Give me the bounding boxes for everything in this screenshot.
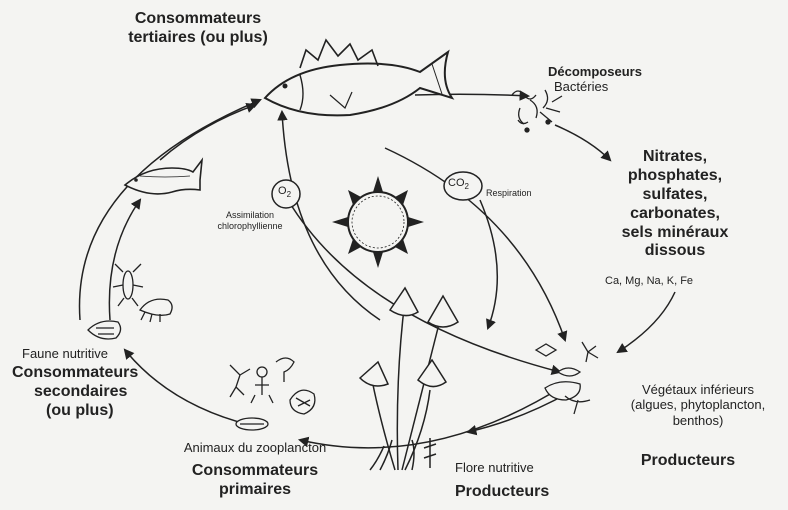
minerals-line5: sels minéraux bbox=[585, 224, 765, 243]
minerals-line4: carbonates, bbox=[585, 205, 765, 224]
minerals-line2: phosphates, bbox=[585, 167, 765, 186]
lower-plants-line2: (algues, phytoplancton, bbox=[608, 397, 788, 412]
secondary-fauna-label: Faune nutritive bbox=[22, 346, 108, 361]
co2-subscript: 2 bbox=[465, 182, 469, 191]
assimilation-line2: chlorophyllienne bbox=[195, 221, 305, 232]
arrow-lower-plants-to-zooplankton bbox=[300, 385, 565, 448]
lower-plants-line1: Végétaux inférieurs bbox=[608, 382, 788, 397]
lower-plants-label: Végétaux inférieurs (algues, phytoplanct… bbox=[608, 382, 788, 428]
arrow-minerals-to-lower-plants bbox=[618, 292, 675, 352]
insect-larva-icon bbox=[113, 264, 143, 306]
secondary-role-line1: Consommateurs bbox=[12, 364, 138, 383]
minerals-line1: Nitrates, bbox=[585, 148, 765, 167]
zooplankton-label: Animaux du zooplancton bbox=[140, 440, 370, 455]
o2-symbol: O2 bbox=[278, 185, 291, 200]
assimilation-line1: Assimilation bbox=[195, 210, 305, 221]
arrow-zooplankton-to-secondary bbox=[125, 350, 250, 425]
top-consumers-label: Consommateurs tertiaires (ou plus) bbox=[98, 10, 298, 48]
arrow-co2-to-plants bbox=[480, 200, 497, 328]
arrow-fish-to-decomposers bbox=[415, 94, 528, 96]
aquatic-plant-icon bbox=[360, 288, 458, 470]
mineral-elements-label: Ca, Mg, Na, K, Fe bbox=[605, 275, 693, 288]
top-consumers-line2: tertiaires (ou plus) bbox=[98, 29, 298, 48]
lower-plants-line3: benthos) bbox=[608, 413, 788, 428]
zooplankton-role-line2: primaires bbox=[150, 481, 360, 500]
o2-subscript: 2 bbox=[287, 190, 291, 199]
lower-plants-role: Producteurs bbox=[608, 452, 768, 471]
sun-icon bbox=[332, 176, 424, 268]
zooplankton-role-line1: Consommateurs bbox=[150, 462, 360, 481]
small-fish-icon bbox=[125, 160, 202, 194]
secondary-consumers-role: Consommateurs secondaires (ou plus) bbox=[12, 364, 138, 421]
minerals-label: Nitrates, phosphates, sulfates, carbonat… bbox=[585, 148, 765, 261]
flora-label: Flore nutritive bbox=[455, 460, 534, 475]
co2-text: CO bbox=[448, 177, 465, 189]
assimilation-label: Assimilation chlorophyllienne bbox=[195, 210, 305, 231]
respiration-label: Respiration bbox=[486, 188, 532, 199]
arrow-o2-to-lower-plants bbox=[288, 200, 560, 372]
minerals-line3: sulfates, bbox=[585, 186, 765, 205]
larva-icon bbox=[88, 321, 121, 339]
decomposers-title: Décomposeurs bbox=[548, 64, 642, 79]
decomposers-subtitle: Bactéries bbox=[548, 79, 642, 94]
shrimp-icon bbox=[140, 299, 172, 322]
zooplankton-icon bbox=[230, 358, 315, 430]
arrow-small-fish-to-top-fish bbox=[160, 105, 255, 160]
top-consumers-line1: Consommateurs bbox=[98, 10, 298, 29]
o2-text: O bbox=[278, 185, 287, 197]
secondary-role-line3: (ou plus) bbox=[12, 402, 138, 421]
co2-symbol: CO2 bbox=[448, 177, 469, 192]
minerals-line6: dissous bbox=[585, 242, 765, 261]
secondary-role-line2: secondaires bbox=[12, 383, 138, 402]
predator-fish-icon bbox=[265, 40, 452, 115]
algae-icon bbox=[536, 342, 598, 414]
decomposers-label: Décomposeurs Bactéries bbox=[548, 64, 642, 95]
flora-role: Producteurs bbox=[455, 483, 549, 502]
zooplankton-role: Consommateurs primaires bbox=[150, 462, 360, 500]
